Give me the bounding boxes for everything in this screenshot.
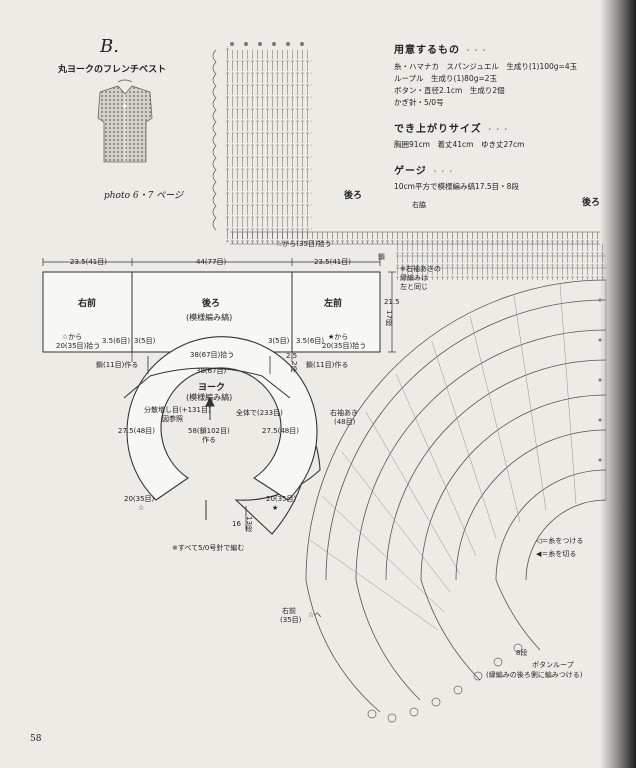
yoke-total: 全体で(233目) (236, 409, 283, 417)
legend-add-yarn: ◁＝糸をつける (536, 537, 584, 545)
right-armhole-width-2: 3.5(6目) (296, 337, 325, 345)
chart-note-3: 左と同じ (400, 283, 428, 291)
size-line: 胸囲91cm 着丈41cm ゆき丈27cm (394, 140, 525, 149)
armhole-depth: 2.5 (286, 352, 298, 360)
chart-chain: 鎖 (378, 253, 385, 261)
yoke-depth-rows: 13段 (245, 516, 253, 532)
chart-row-count: 8段 (516, 649, 528, 657)
chart-back-mid: 後ろ (344, 191, 363, 201)
yoke-increase-ref: 図参照 (162, 415, 183, 423)
chart-note-1: ※右袖あきの (400, 265, 441, 273)
yoke-subtitle: (模様編み縞) (186, 393, 233, 402)
yoke-bottom-right: 20(35目) (266, 495, 297, 503)
body-height-rows: 17段 (385, 310, 393, 326)
yoke-top-width: 38(67目) (196, 367, 227, 375)
yoke-depth: 16 (232, 520, 241, 528)
left-armhole-width-2: 3(5目) (134, 337, 156, 345)
armhole-depth-rows: 2段 (290, 361, 298, 373)
chart-button-loop-note: (縁編みの後ろ側に編みつける) (486, 671, 583, 679)
chain-right: 鎖(11目)作る (306, 361, 349, 369)
yoke-increase: 分散増し目(+131目) (144, 406, 211, 414)
size-dots: ・・・ (485, 125, 510, 134)
legend-cut-yarn: ◀＝糸を切る (536, 550, 577, 558)
left-pickup-count: 20(35目)拾う (56, 342, 101, 350)
star-open-icon: ☆ (138, 504, 145, 512)
material-line: ループル 生成り(1)80g=2玉 (394, 74, 498, 83)
panel-back: 後ろ (202, 299, 221, 309)
size-title: でき上がりサイズ (394, 124, 482, 135)
chart-note-2: 縁編みは (400, 274, 428, 282)
panel-left-front: 左前 (324, 299, 343, 309)
chart-armhole: 右袖あき (330, 409, 358, 417)
page-gutter-shadow (600, 0, 636, 768)
photo-reference: photo 6・7 ページ (104, 191, 184, 201)
chart-front-star: ☆へ (308, 611, 322, 619)
gauge-title: ゲージ (394, 166, 427, 177)
note-all-hook: ※すべて5/0号針で編む (172, 544, 245, 552)
panel-right-front: 右前 (78, 299, 97, 309)
materials-title: 用意するもの (394, 45, 460, 56)
yoke-neck-2: 作る (202, 436, 216, 444)
chart-front: 右前 (282, 607, 296, 615)
yoke-bottom-left: 20(35目) (124, 495, 155, 503)
material-line: 糸・ハマナカ スパンジュエル 生成り(1)100g=4玉 (394, 62, 578, 71)
yoke-left-side: 27.5(48目) (118, 427, 155, 435)
chain-left: 鎖(11目)作る (96, 361, 139, 369)
chart-armhole-count: (48目) (334, 418, 356, 426)
dim-back: 44(77目) (196, 258, 227, 266)
vest-photo (80, 78, 170, 168)
page-number: 58 (30, 734, 42, 744)
gauge-dots: ・・・ (430, 167, 455, 176)
right-pickup-from: ★から (328, 333, 349, 341)
material-line: ボタン・直径2.1cm 生成り2個 (394, 86, 505, 95)
body-height: 21.5 (384, 298, 400, 306)
gauge-line: 10cm平方で模様編み縞17.5目・8段 (394, 182, 519, 191)
materials-dots: ・・・ (464, 46, 488, 55)
materials-section: 用意するもの・・・ 糸・ハマナカ スパンジュエル 生成り(1)100g=4玉 ル… (394, 38, 577, 193)
yoke-neck: 58(鎖102目) (188, 427, 230, 435)
garment-title: 丸ヨークのフレンチベスト (58, 65, 167, 75)
left-pickup-from: ☆から (62, 333, 83, 341)
right-armhole-width: 3(5目) (268, 337, 290, 345)
panel-back-sub: (模様編み縞) (186, 313, 233, 322)
dim-right-front: 23.5(41目) (314, 258, 351, 266)
pattern-letter: B. (100, 36, 119, 57)
chart-button-loop: ボタンループ (532, 661, 574, 669)
left-armhole-width: 3.5(6目) (102, 337, 131, 345)
chart-back-right: 後ろ (582, 198, 601, 208)
right-pickup-count: 20(35目)拾う (322, 342, 367, 350)
dim-left-front: 23.5(41目) (70, 258, 107, 266)
back-pickup: 38(67目)拾う (190, 351, 235, 359)
material-line: かぎ針・5/0号 (394, 98, 444, 107)
yoke-title: ヨーク (198, 383, 226, 393)
chart-from-star: ☆から(35目)拾う (276, 240, 332, 248)
chart-front-count: (35目) (280, 616, 302, 624)
chart-right-side: 右脇 (412, 201, 426, 209)
star-filled-icon: ★ (272, 504, 279, 512)
yoke-right-side: 27.5(48目) (262, 427, 299, 435)
